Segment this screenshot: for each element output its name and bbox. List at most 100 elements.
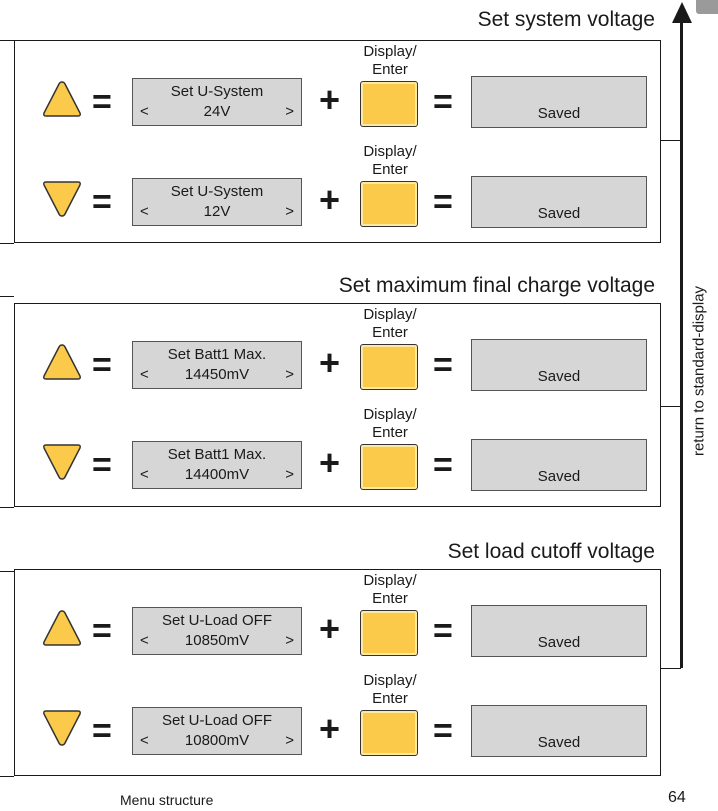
saved-text: Saved (537, 468, 581, 485)
up-arrow-icon[interactable] (41, 342, 83, 382)
display-enter-label: Display/ Enter (363, 43, 417, 78)
lcd-display: Set Batt1 Max. <14450mV > (132, 341, 302, 389)
equals-sign: = (433, 346, 453, 384)
display-enter-button[interactable] (360, 444, 418, 490)
section-box: =Set Batt1 Max.<14450mV>+Display/ Enter=… (14, 303, 661, 507)
setting-row: = Set U-System <12V > + Display/ Enter = Saved (15, 141, 660, 245)
display-enter-label: Display/ Enter (363, 672, 417, 707)
return-connector (661, 668, 681, 669)
down-arrow-icon[interactable] (41, 179, 83, 219)
lcd-right-chevron: > (285, 732, 294, 749)
plus-sign: + (319, 442, 341, 483)
lcd-right-chevron: > (285, 103, 294, 120)
equals-sign: = (433, 83, 453, 121)
saved-display: Saved (471, 76, 647, 128)
return-connector (661, 406, 681, 407)
return-arrowhead-icon (672, 2, 692, 23)
lcd-value-text: 14400mV (184, 466, 250, 483)
display-enter-button[interactable] (360, 710, 418, 756)
saved-display: Saved (471, 705, 647, 757)
equals-sign: = (433, 612, 453, 650)
equals-sign: = (433, 712, 453, 750)
left-tick (0, 40, 14, 41)
setting-row: = Set U-Load OFF <10850mV > + Display/ Enter =… (15, 570, 660, 674)
display-enter-button[interactable] (360, 81, 418, 127)
setting-row: =Set U-System<24V>+Display/ Enter=Saved (15, 41, 660, 145)
saved-display: Saved (471, 339, 647, 391)
lcd-display: Set U-Load OFF <10800mV > (132, 707, 302, 755)
display-enter-label: Display/ Enter (363, 306, 417, 341)
page-tab (696, 0, 718, 14)
lcd-line1-text: Set U-System (170, 83, 264, 100)
up-arrow-icon[interactable] (41, 608, 83, 648)
plus-sign: + (319, 342, 341, 383)
return-connector (661, 140, 681, 141)
display-enter-button[interactable] (360, 181, 418, 227)
saved-text: Saved (537, 634, 581, 651)
lcd-right-chevron: > (285, 203, 294, 220)
section-title: Set load cutoff voltage (447, 540, 655, 563)
setting-row: = Set Batt1 Max. <14450mV > + Display/ Enter =… (15, 304, 660, 408)
section-box: =Set U-System<24V>+Display/ Enter=Saved=… (14, 40, 661, 243)
equals-sign: = (433, 446, 453, 484)
plus-sign: + (319, 179, 341, 220)
down-arrow-icon[interactable] (41, 708, 83, 748)
display-enter-button[interactable] (360, 344, 418, 390)
lcd-left-chevron: < (140, 466, 149, 483)
equals-sign: = (92, 446, 112, 484)
equals-sign: = (92, 612, 112, 650)
equals-sign: = (92, 346, 112, 384)
lcd-value-text: 14450mV (184, 366, 250, 383)
lcd-right-chevron: > (285, 632, 294, 649)
up-arrow-icon[interactable] (41, 79, 83, 119)
lcd-display: Set U-System <24V > (132, 78, 302, 126)
section-title: Set maximum final charge voltage (338, 274, 655, 297)
lcd-value-text: 12V (203, 203, 231, 220)
plus-sign: + (319, 708, 341, 749)
lcd-right-chevron: > (285, 366, 294, 383)
lcd-left-chevron: < (140, 366, 149, 383)
saved-text: Saved (537, 205, 581, 222)
equals-sign: = (92, 712, 112, 750)
lcd-left-chevron: < (140, 203, 149, 220)
return-line (680, 20, 683, 668)
down-arrow-icon[interactable] (41, 442, 83, 482)
left-tick (0, 243, 14, 244)
display-enter-label: Display/ Enter (363, 143, 417, 178)
lcd-line1-text: Set U-Load OFF (161, 612, 273, 629)
return-to-standard-display-label: return to standard-display (690, 285, 708, 457)
saved-display: Saved (471, 439, 647, 491)
lcd-right-chevron: > (285, 466, 294, 483)
lcd-left-chevron: < (140, 632, 149, 649)
lcd-value-text: 10850mV (184, 632, 250, 649)
lcd-value-text: 24V (203, 103, 231, 120)
left-tick (0, 571, 14, 572)
display-enter-label: Display/ Enter (363, 406, 417, 441)
section-box: =Set U-Load OFF<10850mV>+Display/ Enter=… (14, 569, 661, 776)
setting-row: = Set Batt1 Max. <14400mV > + Display/ Enter =… (15, 404, 660, 508)
lcd-display: Set Batt1 Max. <14400mV > (132, 441, 302, 489)
saved-text: Saved (537, 368, 581, 385)
display-enter-label: Display/ Enter (363, 572, 417, 607)
lcd-line1-text: Set Batt1 Max. (167, 346, 267, 363)
saved-display: Saved (471, 176, 647, 228)
saved-text: Saved (537, 105, 581, 122)
setting-row: = Set U-Load OFF <10800mV > + Display/ Enter =… (15, 670, 660, 774)
lcd-left-chevron: < (140, 732, 149, 749)
equals-sign: = (92, 83, 112, 121)
plus-sign: + (319, 608, 341, 649)
lcd-left-chevron: < (140, 103, 149, 120)
lcd-value-text: 10800mV (184, 732, 250, 749)
left-tick (0, 776, 14, 777)
lcd-display: Set U-Load OFF <10850mV > (132, 607, 302, 655)
lcd-line1-text: Set U-System (170, 183, 264, 200)
equals-sign: = (92, 183, 112, 221)
display-enter-button[interactable] (360, 610, 418, 656)
equals-sign: = (433, 183, 453, 221)
lcd-line1-text: Set U-Load OFF (161, 712, 273, 729)
section-title: Set system voltage (477, 8, 655, 31)
page-number: 64 (668, 789, 686, 806)
saved-text: Saved (537, 734, 581, 751)
lcd-line1-text: Set Batt1 Max. (167, 446, 267, 463)
left-tick (0, 507, 14, 508)
